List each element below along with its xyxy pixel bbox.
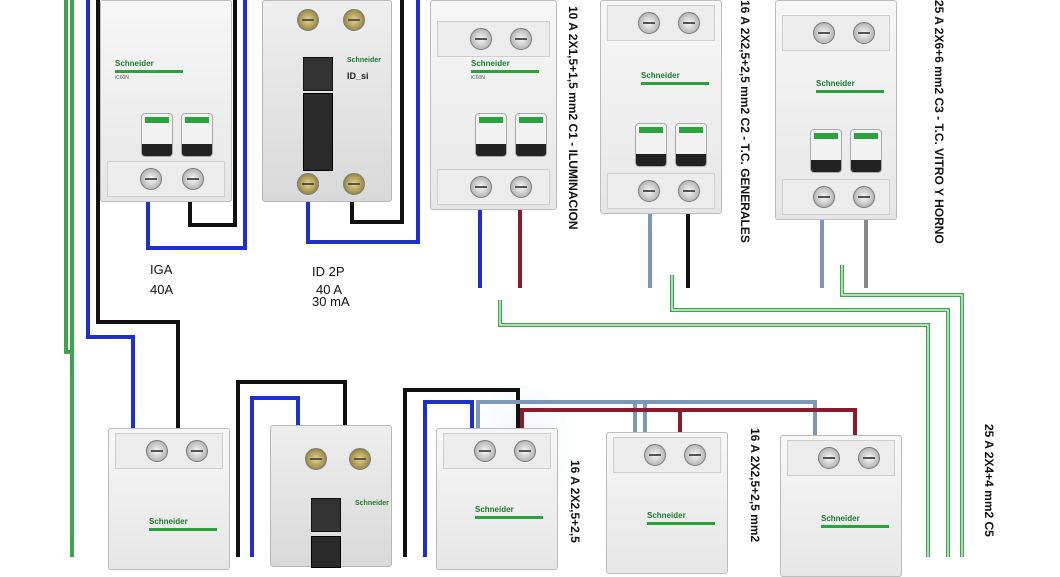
iga-rating: 40A: [150, 282, 174, 297]
breaker-lever[interactable]: [141, 113, 173, 157]
circuit-label-c6: 25 A 2X4+4 mm2 C5: [982, 424, 996, 537]
breaker-c5: Schneider: [606, 432, 728, 574]
id-rating: 40 A: [316, 282, 343, 297]
id-differential-bottom: Schneider: [270, 425, 392, 568]
brand-logo-text: Schneider: [821, 514, 860, 523]
brand-logo-text: Schneider: [475, 505, 514, 514]
brand-logo-text: Schneider: [647, 511, 686, 520]
link-neutral: [96, 210, 180, 430]
breaker-lever[interactable]: [675, 123, 707, 167]
rcd-model-text: ID_si: [347, 71, 369, 81]
bus-neutral: [520, 408, 857, 440]
circuit-label-c4: 16 A 2X2,5+2,5: [568, 460, 582, 543]
breaker-lever[interactable]: [635, 123, 667, 167]
id-out-neutral: [350, 0, 404, 224]
breaker-lever[interactable]: [850, 129, 882, 173]
circuit-label-c1: 10 A 2X1,5+1,5 mm2 C1 - ILUMINACION: [566, 6, 580, 230]
id-out-phase: [306, 0, 420, 244]
rcd-switch[interactable]: [303, 93, 333, 171]
breaker-c3: Schneider: [775, 0, 897, 220]
id2-in-neutral: [236, 380, 347, 557]
brand-logo-text: Schneider: [471, 59, 510, 68]
rcd-switch[interactable]: [311, 536, 341, 568]
iga-out-neutral: [188, 0, 237, 227]
id-sensitivity: 30 mA: [312, 294, 350, 309]
model-text: iC60N: [115, 75, 129, 81]
iga-breaker-bottom: Schneider: [108, 428, 230, 570]
iga-label: IGA: [150, 262, 173, 277]
breaker-c6: Schneider: [780, 435, 902, 577]
id2-out-phase: [423, 400, 474, 557]
brand-logo-text: Schneider: [641, 71, 680, 80]
model-text: iC60N: [471, 75, 485, 81]
brand-logo-text: Schneider: [816, 79, 855, 88]
circuit-label-c5: 16 A 2X2,5+2,5 mm2: [748, 428, 762, 543]
id2-in-phase: [250, 396, 300, 557]
id2-out-neutral: [403, 388, 520, 557]
breaker-lever[interactable]: [475, 113, 507, 157]
id-differential: Schneider ID_si: [262, 0, 392, 202]
breaker-c2: Schneider: [600, 0, 722, 214]
id-label: ID 2P: [312, 264, 345, 279]
breaker-lever[interactable]: [515, 113, 547, 157]
iga-out-phase: [146, 0, 247, 250]
iga-breaker: Schneider iC60N: [100, 0, 232, 202]
brand-logo-text: Schneider: [115, 59, 154, 68]
brand-logo-text: Schneider: [355, 500, 389, 507]
breaker-lever[interactable]: [810, 129, 842, 173]
brand-logo-text: Schneider: [149, 517, 188, 526]
breaker-c4: Schneider: [436, 428, 558, 570]
circuit-label-c3: 25 A 2X6+6 mm2 C3 - T.C. VITRO Y HORNO: [932, 0, 946, 244]
brand-logo-text: Schneider: [347, 57, 381, 64]
link-phase: [86, 40, 135, 430]
circuit-label-c2: 16 A 2X2,5+2,5 mm2 C2 - T.C. GENERALES: [738, 0, 752, 243]
breaker-lever[interactable]: [181, 113, 213, 157]
earth-wire-left-b: [64, 0, 72, 354]
breaker-c1: Schneider iC60N: [430, 0, 557, 210]
